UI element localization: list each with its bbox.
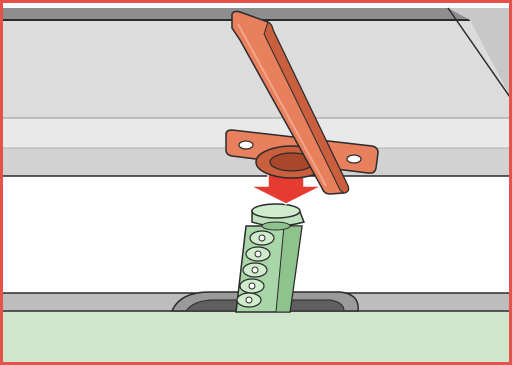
floor-green	[0, 311, 512, 365]
